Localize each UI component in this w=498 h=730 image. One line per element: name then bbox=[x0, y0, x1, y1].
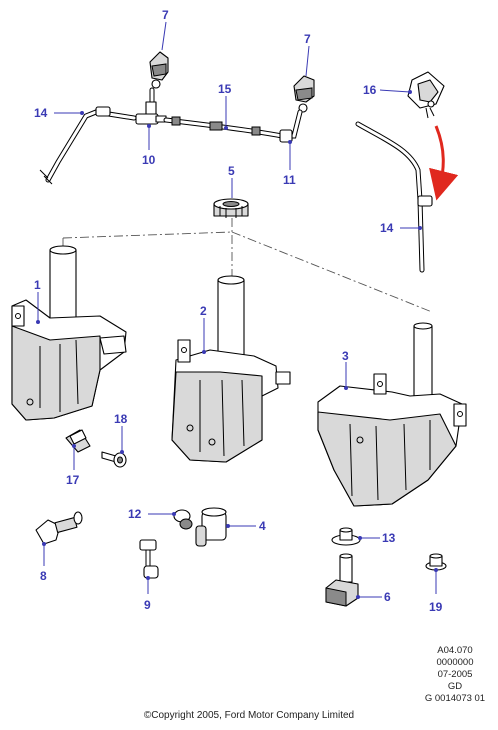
callout-6: 6 bbox=[384, 590, 391, 604]
callouts: 7 7 16 15 14 10 11 5 14 1 bbox=[34, 8, 443, 614]
callout-7-left: 7 bbox=[162, 8, 169, 22]
callout-18: 18 bbox=[114, 412, 128, 426]
callout-17: 17 bbox=[66, 473, 80, 487]
elbow-connector-11 bbox=[279, 109, 303, 143]
hose-14-top bbox=[39, 106, 137, 185]
clip-16 bbox=[407, 71, 445, 119]
drawing-code: A04.070 bbox=[437, 645, 473, 656]
callout-10: 10 bbox=[142, 153, 156, 167]
reservoir-3 bbox=[317, 322, 467, 507]
callout-2: 2 bbox=[200, 304, 207, 318]
elbow-9 bbox=[139, 539, 159, 579]
reservoir-2 bbox=[171, 275, 291, 463]
callout-16: 16 bbox=[363, 83, 377, 97]
callout-11: 11 bbox=[283, 173, 296, 187]
callout-7-right: 7 bbox=[304, 32, 311, 46]
callout-3: 3 bbox=[342, 349, 349, 363]
clip-17 bbox=[65, 429, 91, 453]
callout-5: 5 bbox=[228, 164, 235, 178]
callout-15: 15 bbox=[218, 82, 232, 96]
drawing-reference: G 0014073 01 bbox=[424, 693, 486, 704]
callout-4: 4 bbox=[259, 519, 266, 533]
jet-left bbox=[149, 51, 169, 89]
pump-connector-4 bbox=[195, 507, 227, 547]
grommet-12 bbox=[173, 509, 193, 530]
red-arrow bbox=[429, 125, 459, 201]
hose-15 bbox=[163, 116, 285, 139]
reservoir-1 bbox=[11, 245, 127, 421]
grommet-19 bbox=[425, 553, 447, 571]
t-connector-10 bbox=[135, 87, 167, 125]
pump-6 bbox=[325, 553, 359, 607]
center-lines bbox=[62, 218, 433, 313]
hose-14-right bbox=[355, 121, 433, 273]
drawing-initials: GD bbox=[447, 681, 463, 692]
callout-14-left: 14 bbox=[34, 106, 48, 120]
callout-12: 12 bbox=[128, 507, 142, 521]
callout-8: 8 bbox=[40, 569, 47, 583]
screw-18 bbox=[101, 451, 127, 468]
callout-9: 9 bbox=[144, 598, 151, 612]
callout-14-right: 14 bbox=[380, 221, 394, 235]
drawing-date: 07-2005 bbox=[437, 669, 473, 680]
callout-19: 19 bbox=[429, 600, 443, 614]
connector-8 bbox=[35, 511, 83, 545]
filler-cap-5 bbox=[213, 198, 249, 218]
copyright-notice: ©Copyright 2005, Ford Motor Company Limi… bbox=[143, 710, 355, 721]
drawing-info-block: A04.070 0000000 07-2005 GD G 0014073 01 bbox=[420, 645, 490, 705]
grommet-13 bbox=[331, 527, 361, 546]
drawing-number: 0000000 bbox=[436, 657, 474, 668]
callout-1: 1 bbox=[34, 278, 41, 292]
callout-13: 13 bbox=[382, 531, 396, 545]
jet-right bbox=[293, 75, 315, 113]
